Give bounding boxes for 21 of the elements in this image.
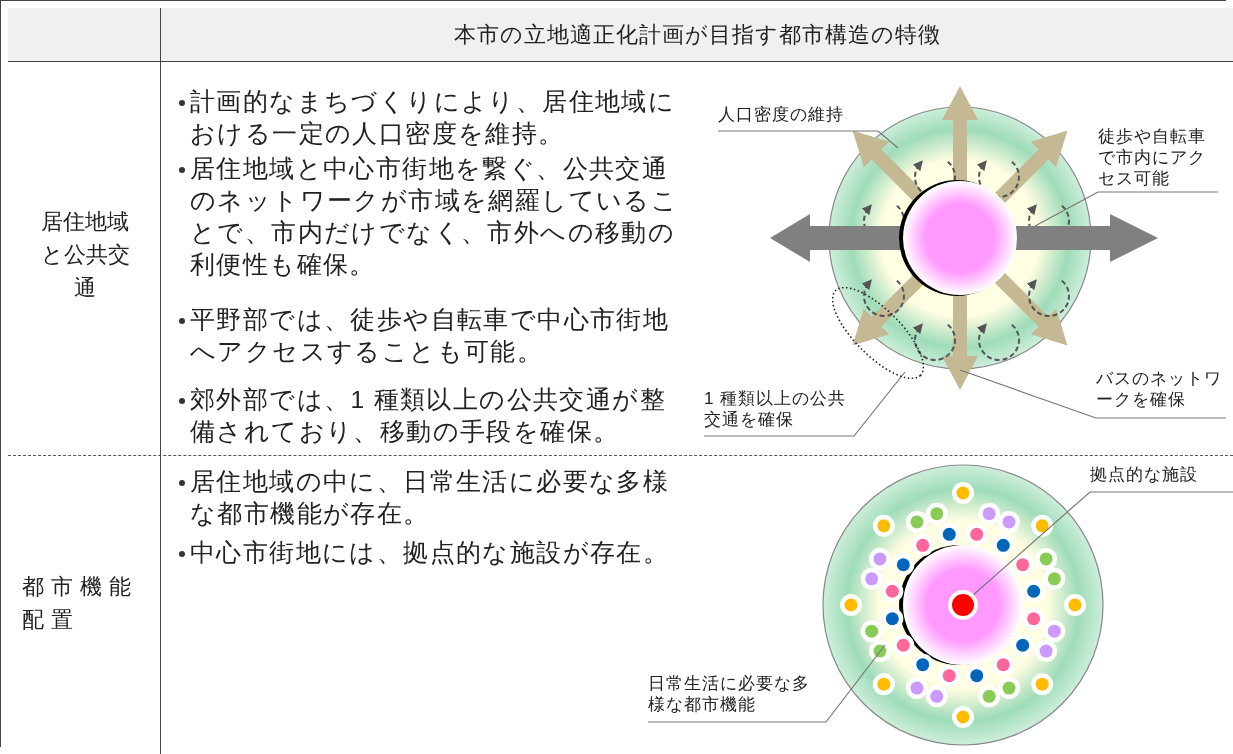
leader-line (959, 369, 1227, 419)
leader-line (703, 371, 906, 437)
callout-label: 1 種類以上の公共交通を確保 (704, 388, 854, 436)
leader-line (971, 491, 1233, 597)
leader-line (717, 130, 899, 149)
leader-line (1034, 191, 1219, 227)
bullet-text: 郊外部では、1 種類以上の公共交通が整備されており、移動の手段を確保。 (190, 385, 668, 447)
row-heading: 居住地域と公共交通 (39, 208, 131, 302)
row-heading: 都市機能配置 (22, 573, 139, 634)
leader-line (647, 644, 886, 723)
callout-label: 日常生活に必要な多様な都市機能 (648, 673, 826, 722)
bullet-text: 計画的なまちづくりにより、居住地域における一定の人口密度を維持。 (190, 87, 677, 149)
bullet-text: 中心市街地には、拠点的な施設が存在。 (190, 538, 671, 568)
header-cell: 本市の立地適正化計画が目指す都市構造の特徴 (161, 8, 1233, 62)
callout-label: バスのネットワークを確保 (1096, 368, 1226, 418)
bullet-text: 平野部では、徒歩や自転車で中心市街地へアクセスすることも可能。 (190, 305, 671, 367)
callout-label: 徒歩や自転車で市内にアクセス可能 (1098, 126, 1218, 192)
callout-label: 拠点的な施設 (1090, 464, 1233, 492)
bullet-text: 居住地域と中心市街地を繋ぐ、公共交通のネットワークが市域を網羅していることで、市内だけでなく、市外への移動の利便性も確保。 (190, 154, 680, 280)
callout-label: 人口密度の維持 (718, 104, 878, 131)
bullet-text: 居住地域の中に、日常生活に必要な多様な都市機能が存在。 (190, 467, 671, 529)
